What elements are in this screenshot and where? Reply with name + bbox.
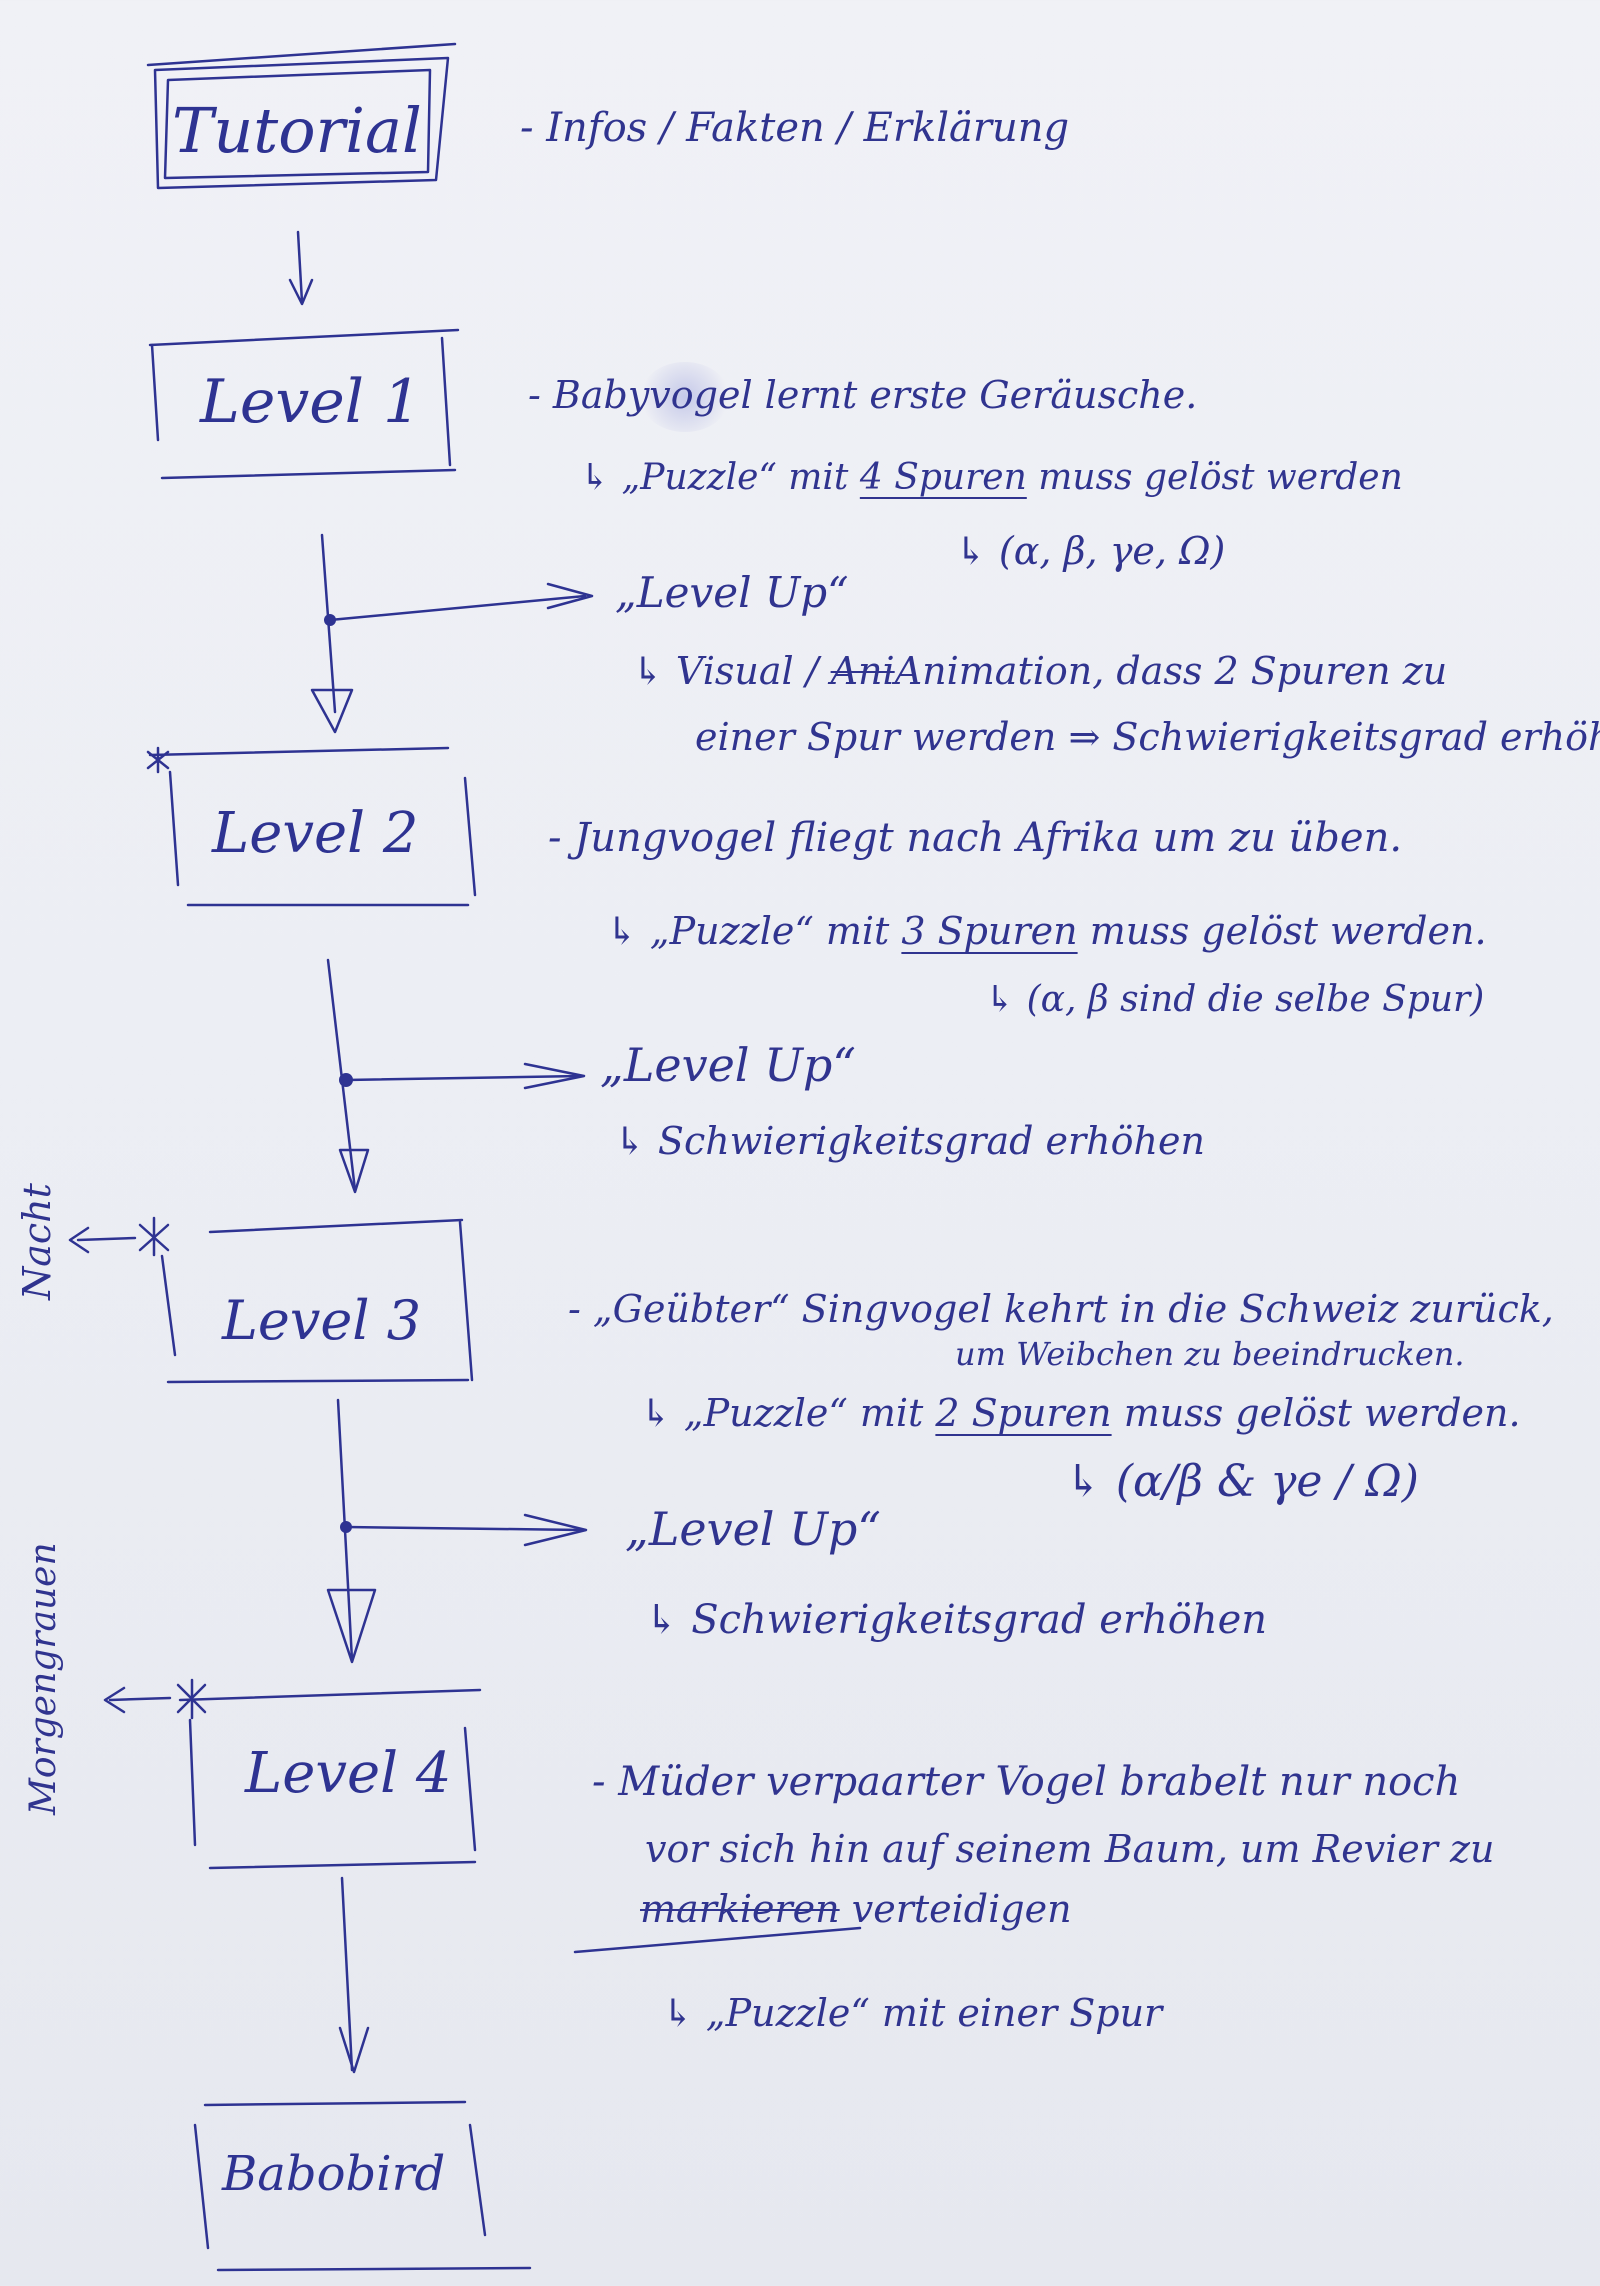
levelup1-title: „Level Up“ xyxy=(615,568,849,617)
level1-solve-text: muss gelöst werden xyxy=(1038,457,1403,498)
levelup1-line1: ↳ Visual / AniAnimation, dass 2 Spuren z… xyxy=(632,652,1447,690)
level2-box xyxy=(146,746,477,907)
level4-label: Level 4 xyxy=(245,1741,452,1806)
level1-tracks-count: 4 Spuren xyxy=(859,457,1027,498)
connector-level1-level2 xyxy=(310,533,594,734)
strike-line xyxy=(573,1926,862,1954)
level3-note-line4: ↳ (α/β & γe / Ω) xyxy=(1065,1456,1419,1507)
tutorial-label: Tutorial xyxy=(172,94,422,167)
babobird-label: Babobird xyxy=(222,2146,446,2202)
levelup2-title: „Level Up“ xyxy=(600,1038,856,1092)
level1-box xyxy=(148,328,460,480)
level4-note-line4: ↳ „Puzzle“ mit einer Spur xyxy=(662,1991,1163,2035)
level2-note-line1: - Jungvogel fliegt nach Afrika um zu übe… xyxy=(548,815,1403,861)
connector-level2-level3 xyxy=(326,958,586,1194)
levelup2-line1: ↳ Schwierigkeitsgrad erhöhen xyxy=(614,1119,1205,1163)
side-label-morgengrauen: Morgengrauen xyxy=(23,1542,64,1815)
level3-solve-text: muss gelöst werden. xyxy=(1123,1391,1521,1435)
level2-solve-text: muss gelöst werden. xyxy=(1089,909,1487,953)
level1-note-line2: ↳ „Puzzle“ mit 4 Spuren muss gelöst werd… xyxy=(580,460,1403,496)
levelup3-title: „Level Up“ xyxy=(625,1502,881,1556)
levelup3-line1: ↳ Schwierigkeitsgrad erhöhen xyxy=(645,1597,1268,1643)
connector-level3-level4 xyxy=(326,1398,588,1664)
level2-puzzle-text: ↳ „Puzzle“ mit xyxy=(606,909,890,953)
level3-note-line1: - „Geübter“ Singvogel kehrt in die Schwe… xyxy=(568,1287,1554,1331)
babobird-box xyxy=(193,2100,532,2272)
level2-tracks-count: 3 Spuren xyxy=(901,909,1078,953)
level1-label: Level 1 xyxy=(200,367,422,437)
connector-level4-babobird xyxy=(338,1876,370,2074)
ink-smudge xyxy=(640,362,730,432)
level3-note-line2: um Weibchen zu beeindrucken. xyxy=(955,1335,1465,1373)
level2-note-line2: ↳ „Puzzle“ mit 3 Spuren muss gelöst werd… xyxy=(606,912,1487,950)
level3-box xyxy=(68,1216,474,1384)
levelup1-animation-text: Animation, dass 2 Spuren zu xyxy=(894,649,1448,693)
level3-puzzle-text: ↳ „Puzzle“ mit xyxy=(640,1391,924,1435)
level3-tracks-count: 2 Spuren xyxy=(935,1391,1112,1435)
levelup1-visual-text: ↳ Visual / xyxy=(632,649,819,693)
level4-note-line3: markieren verteidigen xyxy=(640,1890,1072,1928)
level1-note-line3: ↳ (α, β, γe, Ω) xyxy=(955,529,1226,573)
level2-note-line3: ↳ (α, β sind die selbe Spur) xyxy=(985,979,1485,1020)
level4-note-line2: vor sich hin auf seinem Baum, um Revier … xyxy=(645,1827,1495,1871)
level3-note-line3: ↳ „Puzzle“ mit 2 Spuren muss gelöst werd… xyxy=(640,1394,1521,1432)
level4-note-line1: - Müder verpaarter Vogel brabelt nur noc… xyxy=(592,1759,1461,1805)
arrow-tutorial-to-level1 xyxy=(288,230,314,306)
level4-box xyxy=(103,1678,482,1870)
level4-defend-text: verteidigen xyxy=(851,1887,1072,1931)
tutorial-note: - Infos / Fakten / Erklärung xyxy=(520,105,1070,151)
level4-struck-text: markieren xyxy=(640,1887,840,1931)
level1-puzzle-text: ↳ „Puzzle“ mit xyxy=(580,457,849,498)
levelup1-struck-text: Ani xyxy=(830,649,895,693)
level3-label: Level 3 xyxy=(222,1289,422,1352)
levelup1-line2: einer Spur werden ⇒ Schwierigkeitsgrad e… xyxy=(695,715,1600,759)
level1-note-line1: - Babyvogel lernt erste Geräusche. xyxy=(528,373,1198,417)
level2-label: Level 2 xyxy=(212,801,419,866)
side-label-nacht: Nacht xyxy=(15,1183,59,1300)
tutorial-box xyxy=(146,42,457,190)
